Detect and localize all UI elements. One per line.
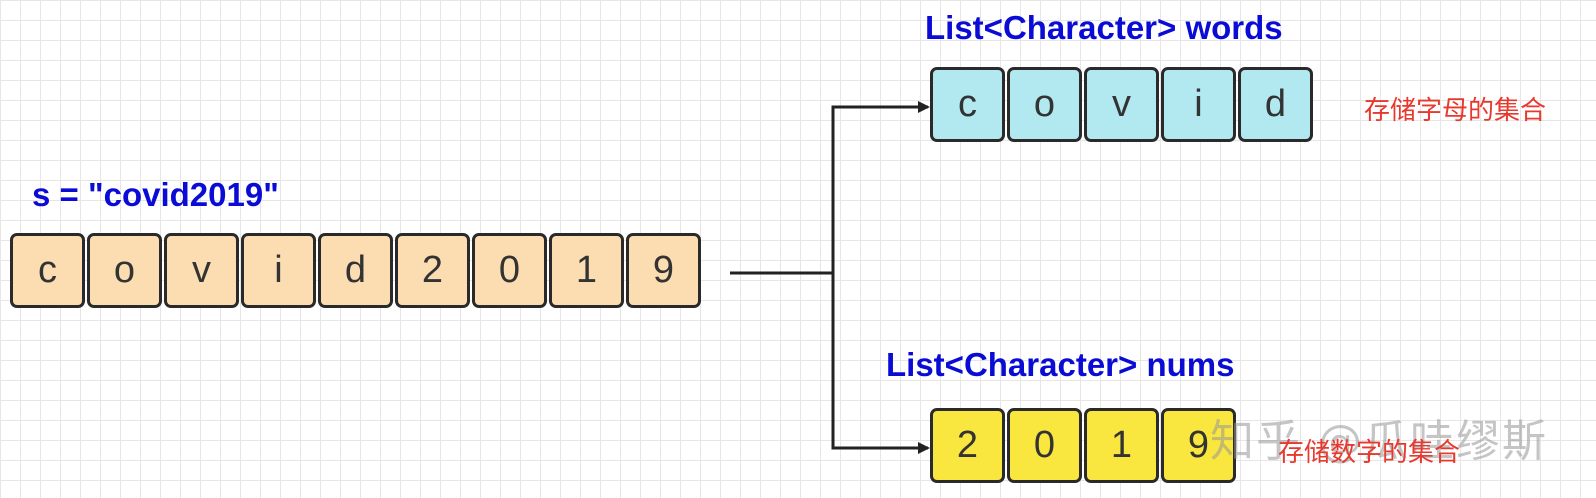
nums-cell: 1 <box>1084 408 1159 483</box>
source-cell: 2 <box>395 233 470 308</box>
words-cell: d <box>1238 67 1313 142</box>
words-note: 存储字母的集合 <box>1364 96 1547 126</box>
source-cell: c <box>10 233 85 308</box>
words-cell: c <box>930 67 1005 142</box>
source-cell: i <box>241 233 316 308</box>
nums-array: 2 0 1 9 <box>930 408 1236 483</box>
words-label: List<Character> words <box>925 9 1283 46</box>
nums-cell: 9 <box>1161 408 1236 483</box>
nums-cell: 0 <box>1007 408 1082 483</box>
words-cell: o <box>1007 67 1082 142</box>
source-label: s = "covid2019" <box>32 176 279 213</box>
source-array: c o v i d 2 0 1 9 <box>10 233 701 308</box>
source-cell: o <box>87 233 162 308</box>
source-cell: 1 <box>549 233 624 308</box>
words-cell: v <box>1084 67 1159 142</box>
words-arrow <box>831 101 930 273</box>
nums-label: List<Character> nums <box>886 346 1235 383</box>
source-cell: 0 <box>472 233 547 308</box>
watermark: 知乎 @瓜哇缪斯 <box>1210 416 1548 467</box>
source-cell: v <box>164 233 239 308</box>
words-array: c o v i d <box>930 67 1313 142</box>
words-cell: i <box>1161 67 1236 142</box>
source-cell: 9 <box>626 233 701 308</box>
nums-arrow <box>831 273 930 454</box>
nums-cell: 2 <box>930 408 1005 483</box>
source-cell: d <box>318 233 393 308</box>
nums-note: 存储数字的集合 <box>1278 438 1461 468</box>
